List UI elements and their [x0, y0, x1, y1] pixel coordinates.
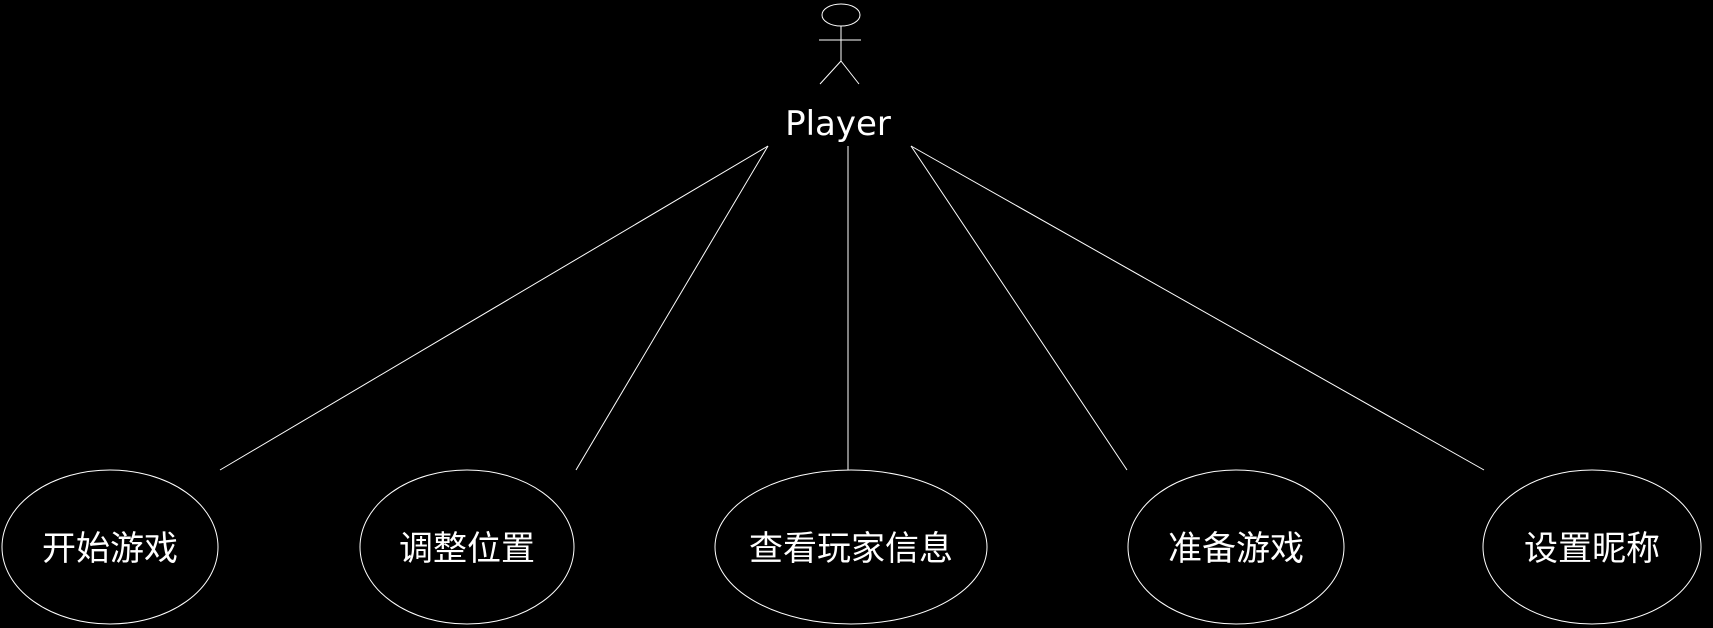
use-case-start-game: 开始游戏 — [1, 469, 219, 625]
actor-head — [821, 3, 861, 27]
use-case-label: 准备游戏 — [1168, 529, 1304, 569]
use-case-view-player-info: 查看玩家信息 — [714, 469, 988, 625]
association-line-1 — [219, 145, 769, 471]
use-case-label: 开始游戏 — [42, 529, 178, 569]
use-case-label: 设置昵称 — [1524, 529, 1660, 569]
use-case-label: 查看玩家信息 — [749, 529, 953, 569]
actor-label: Player — [785, 104, 891, 144]
use-case-adjust-position: 调整位置 — [359, 469, 575, 625]
use-case-ready-game: 准备游戏 — [1127, 469, 1345, 625]
association-line-5 — [910, 145, 1485, 471]
use-case-ellipse — [359, 469, 575, 625]
association-line-2 — [575, 145, 769, 471]
associations — [219, 145, 1485, 471]
actor-right-leg — [840, 60, 860, 85]
association-line-4 — [910, 145, 1128, 471]
actor-player: Player — [785, 3, 891, 144]
use-case-label: 调整位置 — [399, 529, 535, 569]
use-case-ellipse — [1482, 469, 1702, 625]
use-case-ellipse — [714, 469, 988, 625]
use-case-set-nickname: 设置昵称 — [1482, 469, 1702, 625]
use-case-ellipse — [1, 469, 219, 625]
actor-left-leg — [819, 60, 842, 85]
use-case-ellipse — [1127, 469, 1345, 625]
